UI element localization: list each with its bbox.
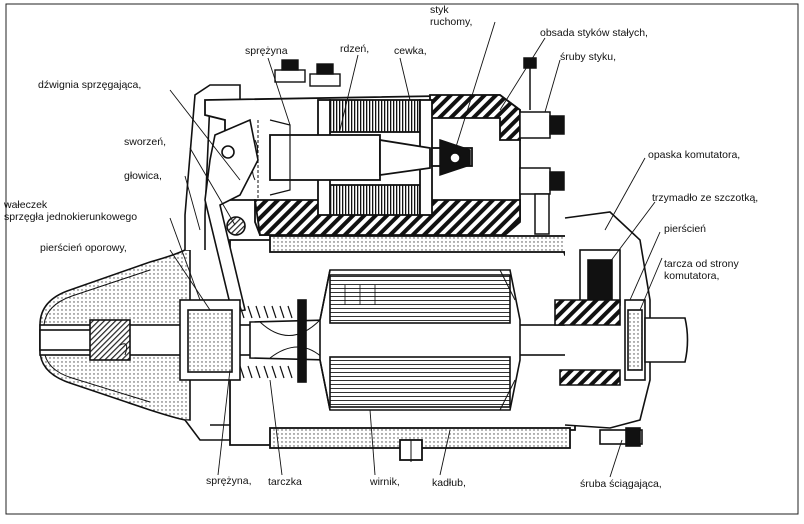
label-sprezyna-bottom: sprężyna, [206,475,252,487]
label-styk-ruchomy: styk ruchomy, [430,4,473,28]
frame-border [5,3,799,515]
solenoid [204,94,521,236]
lever [204,118,259,313]
label-tarcza-od-strony: tarcza od strony komutatora, [664,258,739,282]
label-pierscien-oporowy: pierścień oporowy, [40,242,127,254]
label-pierscien: pierścień [664,223,707,235]
label-cewka: cewka, [394,45,427,57]
label-sruby-styku: śruby styku, [560,51,617,63]
leader-lines [169,21,663,478]
label-rdzen: rdzeń, [340,43,370,55]
label-sprezyna-top: sprężyna [245,45,288,57]
label-sruba-sciagajaca: śruba ściągająca, [580,478,662,490]
label-glowica: głowica, [124,170,162,182]
armature [319,269,521,411]
label-tarczka: tarczka [268,476,302,488]
label-obsada-stykow: obsada styków stałych, [540,27,648,39]
label-dzwignia: dźwignia sprzęgająca, [38,79,142,91]
label-trzymadlo: trzymadło ze szczotką, [652,192,759,204]
commutator-end [554,211,689,447]
label-opaska: opaska komutatora, [648,149,741,161]
contact-bolts [439,57,565,235]
label-sworzen: sworzeń, [124,136,167,148]
label-wirnik: wirnik, [370,476,400,488]
top-nuts [274,59,341,87]
label-waleczek: wałeczek sprzęgła jednokierunkowego [4,199,138,223]
label-kadlub: kadłub, [432,477,466,489]
